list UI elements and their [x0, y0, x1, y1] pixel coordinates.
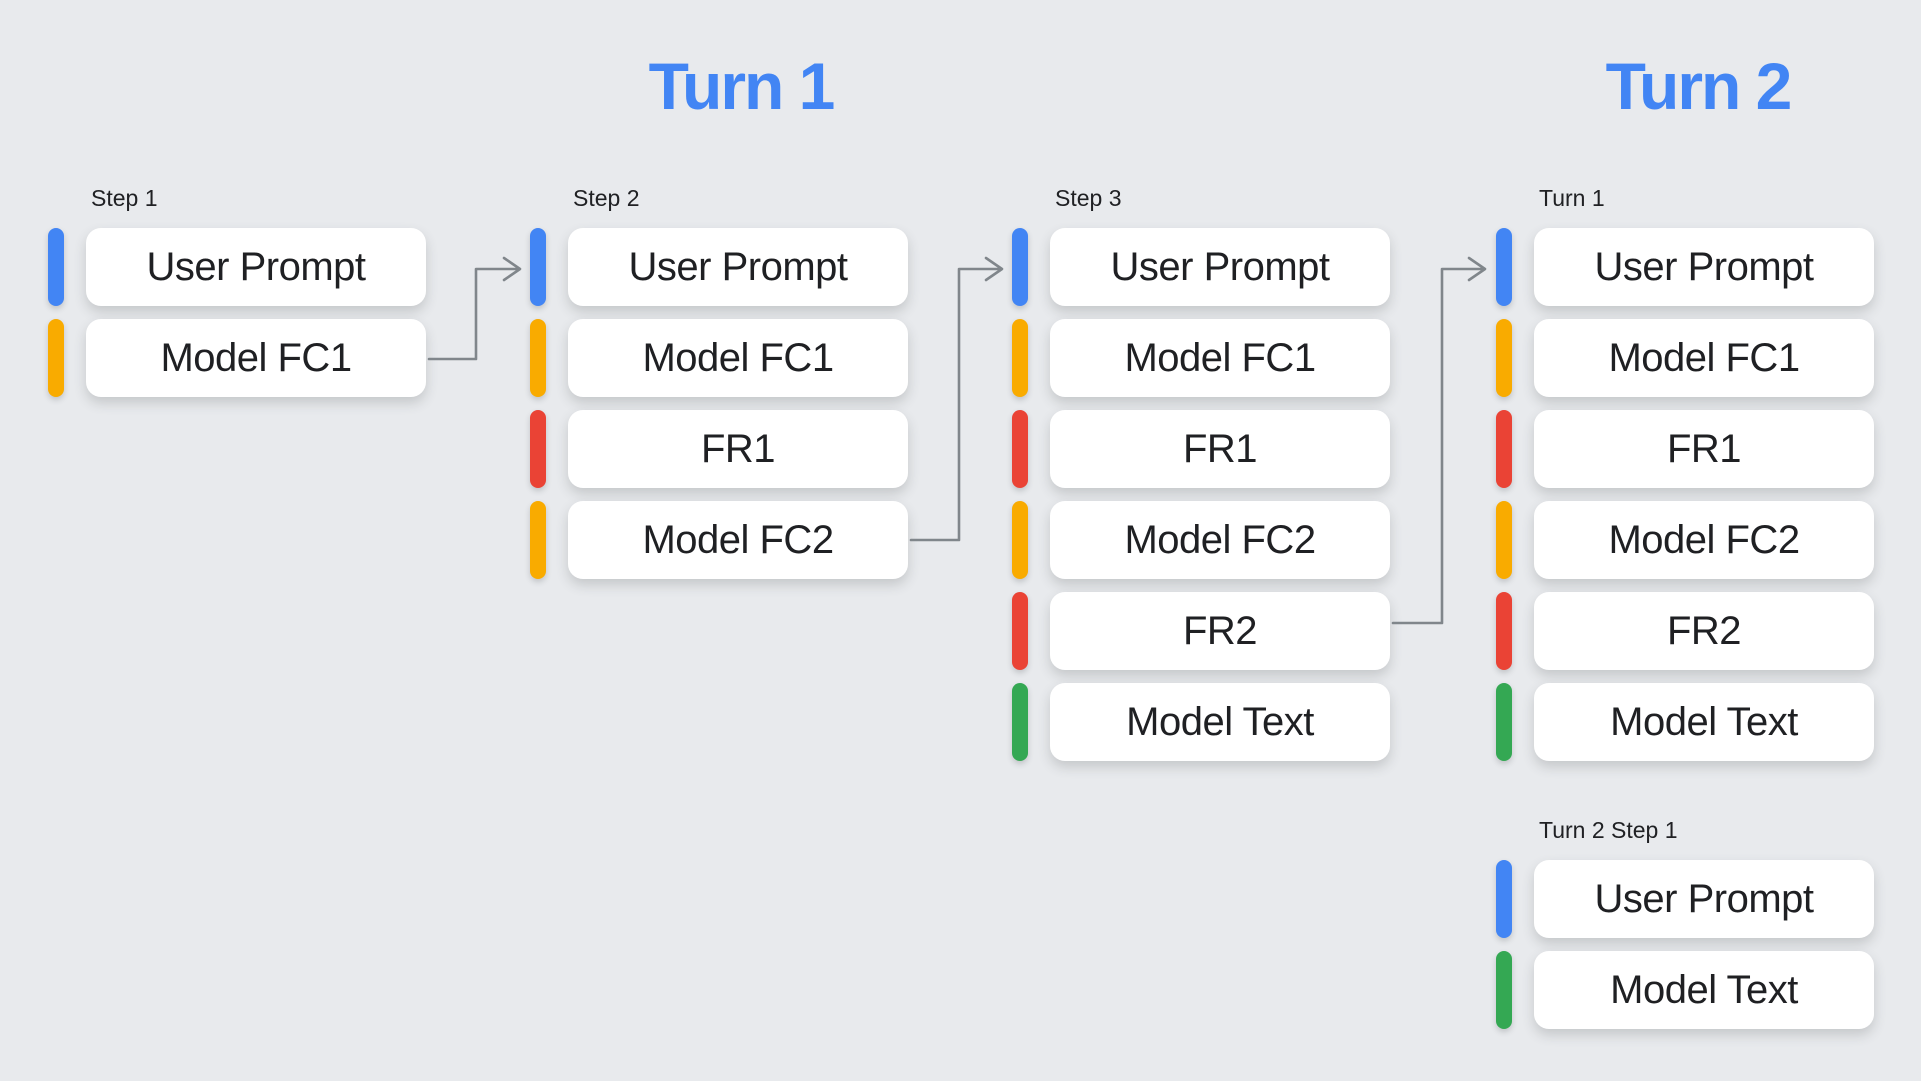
function-response-card: FR1	[1534, 410, 1874, 488]
group-label: Turn 2 Step 1	[1539, 817, 1678, 843]
card-label: FR1	[1182, 426, 1258, 471]
model-fc-card: Model FC2	[568, 501, 908, 579]
user-prompt-card: User Prompt	[86, 228, 426, 306]
user-prompt-color-bar	[48, 228, 64, 306]
user-prompt-color-bar	[1496, 228, 1512, 306]
card-label: Model Text	[1126, 699, 1314, 744]
flow-row: Model FC1	[1012, 319, 1392, 397]
user-prompt-color-bar	[1012, 228, 1028, 306]
user-prompt-color-bar	[530, 228, 546, 306]
flow-row: Model Text	[1496, 951, 1876, 1029]
model-fc-color-bar	[1012, 501, 1028, 579]
card-label: User Prompt	[1594, 876, 1815, 921]
group-label: Step 3	[1055, 185, 1122, 211]
flow-row: Model Text	[1496, 683, 1876, 761]
user-prompt-card: User Prompt	[1534, 860, 1874, 938]
flow-arrow-step2-to-step3	[909, 256, 1004, 542]
card-label: Model FC1	[642, 335, 834, 380]
card-label: Model Text	[1610, 699, 1798, 744]
model-fc-color-bar	[48, 319, 64, 397]
model-text-color-bar	[1012, 683, 1028, 761]
card-label: Model Text	[1610, 967, 1798, 1012]
flow-row: FR2	[1496, 592, 1876, 670]
user-prompt-card: User Prompt	[1534, 228, 1874, 306]
card-label: Model FC1	[1124, 335, 1316, 380]
group-step-1: Step 1 User Prompt Model FC1	[48, 184, 428, 410]
function-response-card: FR1	[568, 410, 908, 488]
group-turn-2-step-1: Turn 2 Step 1 User Prompt Model Text	[1496, 816, 1876, 1042]
card-label: FR1	[700, 426, 776, 471]
card-label: FR1	[1666, 426, 1742, 471]
card-label: User Prompt	[1110, 244, 1331, 289]
card-label: Model FC1	[1608, 335, 1800, 380]
model-fc-color-bar	[1496, 501, 1512, 579]
function-response-card: FR2	[1050, 592, 1390, 670]
model-text-color-bar	[1496, 951, 1512, 1029]
model-text-card: Model Text	[1534, 683, 1874, 761]
card-label: Model FC2	[642, 517, 834, 562]
model-fc-card: Model FC1	[86, 319, 426, 397]
model-text-card: Model Text	[1534, 951, 1874, 1029]
flow-row: Model FC1	[48, 319, 428, 397]
card-label: FR2	[1182, 608, 1258, 653]
card-label: User Prompt	[628, 244, 849, 289]
flow-row: Model FC1	[530, 319, 910, 397]
function-response-color-bar	[1012, 410, 1028, 488]
group-label: Step 2	[573, 185, 640, 211]
model-fc-color-bar	[1496, 319, 1512, 397]
card-label: User Prompt	[146, 244, 367, 289]
function-response-card: FR1	[1050, 410, 1390, 488]
flow-row: FR1	[530, 410, 910, 488]
model-fc-card: Model FC1	[568, 319, 908, 397]
flow-row: FR1	[1012, 410, 1392, 488]
model-fc-card: Model FC1	[1534, 319, 1874, 397]
function-response-color-bar	[1012, 592, 1028, 670]
group-label: Turn 1	[1539, 185, 1605, 211]
model-fc-card: Model FC1	[1050, 319, 1390, 397]
card-label: FR2	[1666, 608, 1742, 653]
function-response-color-bar	[1496, 410, 1512, 488]
group-label: Step 1	[91, 185, 158, 211]
model-fc-color-bar	[530, 319, 546, 397]
flow-arrow-step3-to-turn2	[1391, 256, 1487, 625]
flow-row: Model FC1	[1496, 319, 1876, 397]
model-fc-card: Model FC2	[1050, 501, 1390, 579]
group-turn-1-history: Turn 1 User Prompt Model FC1 FR1 Model F…	[1496, 184, 1876, 774]
flow-row: User Prompt	[1496, 228, 1876, 306]
flow-row: FR2	[1012, 592, 1392, 670]
turn-1-header: Turn 1	[648, 49, 836, 123]
flow-arrow-step1-to-step2	[427, 256, 522, 361]
user-prompt-color-bar	[1496, 860, 1512, 938]
model-fc-card: Model FC2	[1534, 501, 1874, 579]
function-response-color-bar	[530, 410, 546, 488]
card-label: Model FC1	[160, 335, 352, 380]
flow-row: Model Text	[1012, 683, 1392, 761]
user-prompt-card: User Prompt	[568, 228, 908, 306]
model-fc-color-bar	[1012, 319, 1028, 397]
turn-2-header: Turn 2	[1605, 49, 1793, 123]
function-response-color-bar	[1496, 592, 1512, 670]
flow-row: FR1	[1496, 410, 1876, 488]
flow-row: Model FC2	[1012, 501, 1392, 579]
function-response-card: FR2	[1534, 592, 1874, 670]
group-step-2: Step 2 User Prompt Model FC1 FR1 Model F…	[530, 184, 910, 592]
user-prompt-card: User Prompt	[1050, 228, 1390, 306]
flow-row: User Prompt	[1012, 228, 1392, 306]
model-text-card: Model Text	[1050, 683, 1390, 761]
flow-row: User Prompt	[530, 228, 910, 306]
flow-row: User Prompt	[1496, 860, 1876, 938]
flow-row: Model FC2	[530, 501, 910, 579]
card-label: Model FC2	[1124, 517, 1316, 562]
flow-row: Model FC2	[1496, 501, 1876, 579]
model-text-color-bar	[1496, 683, 1512, 761]
group-step-3: Step 3 User Prompt Model FC1 FR1 Model F…	[1012, 184, 1392, 774]
card-label: User Prompt	[1594, 244, 1815, 289]
model-fc-color-bar	[530, 501, 546, 579]
card-label: Model FC2	[1608, 517, 1800, 562]
flow-row: User Prompt	[48, 228, 428, 306]
